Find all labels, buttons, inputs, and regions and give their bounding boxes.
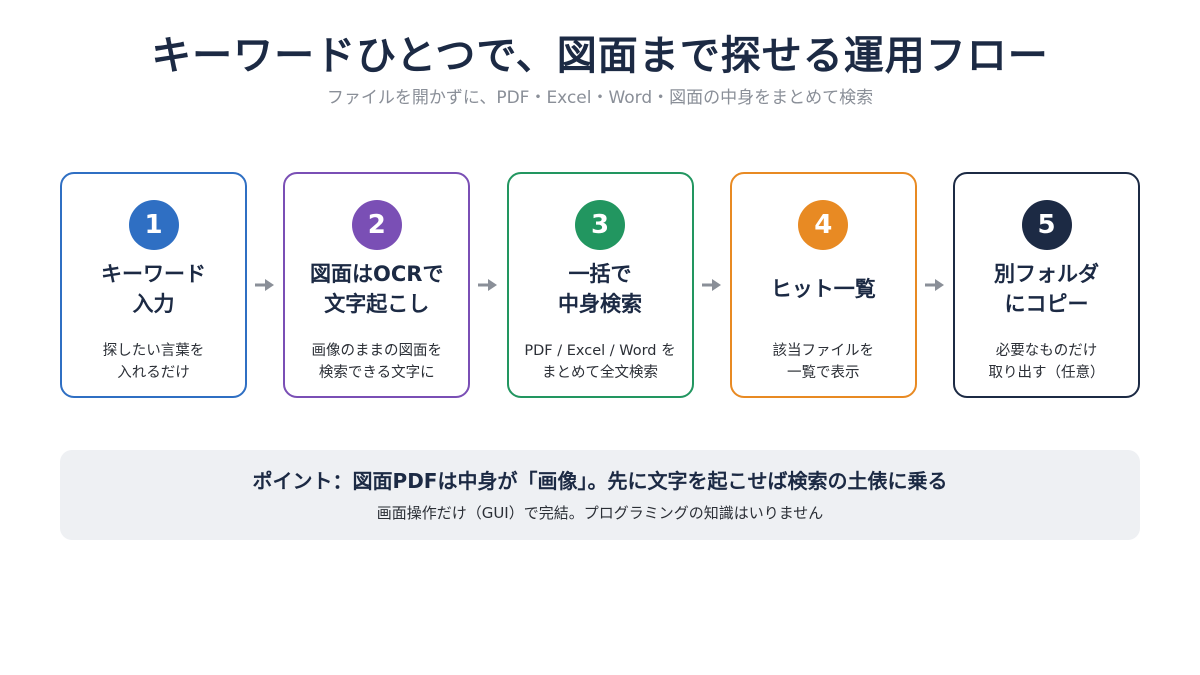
point-title: ポイント：図面PDFは中身が「画像」。先に文字を起こせば検索の土俵に乗る [252,469,948,493]
step-card-keyword-input: 1 キーワード 入力 探したい言葉を 入れるだけ [60,172,247,398]
page-subtitle: ファイルを開かずに、PDF・Excel・Word・図面の中身をまとめて検索 [326,88,874,108]
step-number-badge: 4 [798,200,849,250]
step-description: 該当ファイルを 一覧で表示 [772,343,875,381]
step-description: PDF / Excel / Word を まとめて全文検索 [524,343,676,381]
step-card-ocr: 2 図面はOCRで 文字起こし 画像のままの図面を 検索できる文字に [283,172,471,398]
step-description: 必要なものだけ 取り出す（任意） [988,343,1105,381]
arrow-right-icon [255,279,275,291]
step-card-batch-search: 3 一括で 中身検索 PDF / Excel / Word を まとめて全文検索 [506,172,694,398]
point-callout: ポイント：図面PDFは中身が「画像」。先に文字を起こせば検索の土俵に乗る 画面操… [60,450,1140,540]
arrow-right-icon [478,279,498,291]
arrow-right-icon [924,279,944,291]
step-title: 別フォルダ にコピー [994,262,1099,316]
step-number-badge: 2 [351,200,402,250]
step-number-badge: 3 [575,200,625,250]
step-title: 一括で 中身検索 [558,262,642,316]
arrow-right-icon [701,279,721,291]
step-number-badge: 1 [128,200,179,250]
point-subtitle: 画面操作だけ（GUI）で完結。プログラミングの知識はいりません [376,504,824,522]
step-title: キーワード 入力 [101,262,206,316]
step-description: 探したい言葉を 入れるだけ [102,343,205,381]
step-title: 図面はOCRで 文字起こし [310,262,444,316]
step-number-badge: 5 [1021,200,1072,250]
step-card-hit-list: 4 ヒット一覧 該当ファイルを 一覧で表示 [729,172,917,398]
step-description: 画像のままの図面を 検索できる文字に [311,343,443,381]
flow-steps: 1 キーワード 入力 探したい言葉を 入れるだけ 2 図面はOCRで 文字起こし… [60,172,1140,398]
step-title: ヒット一覧 [770,277,876,301]
page-title: キーワードひとつで、図面まで探せる運用フロー [151,33,1049,79]
step-card-copy-folder: 5 別フォルダ にコピー 必要なものだけ 取り出す（任意） [953,172,1140,398]
